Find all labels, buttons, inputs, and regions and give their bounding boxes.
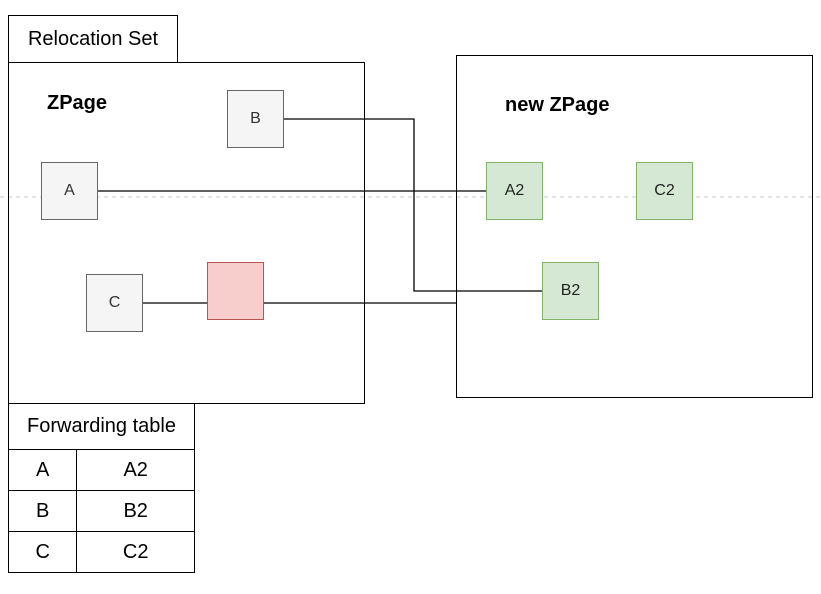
table-cell-from: A (7, 449, 78, 491)
table-cell-from: B (7, 490, 78, 532)
forwarding-table: Forwarding table A A2 B B2 C C2 (7, 403, 195, 573)
table-row: B B2 (7, 490, 195, 532)
relocation-set-label: Relocation Set (27, 27, 159, 50)
object-b: B (227, 90, 284, 148)
table-cell-from: C (7, 531, 78, 573)
object-a-label: A (64, 182, 75, 199)
forwarding-table-title: Forwarding table (8, 403, 195, 450)
object-b2-label: B2 (560, 282, 581, 299)
new-zpage-container (456, 55, 813, 398)
table-cell-to: C2 (76, 531, 195, 573)
object-a: A (41, 162, 98, 220)
table-cell-to: B2 (76, 490, 195, 532)
object-b-label: B (250, 110, 261, 127)
connector-b-to-b2 (284, 118, 543, 292)
object-a2-label: A2 (504, 182, 525, 199)
table-row: C C2 (7, 531, 195, 573)
object-c-label: C (108, 294, 121, 311)
new-zpage-title: new ZPage (505, 94, 610, 116)
table-cell-to: A2 (76, 449, 195, 491)
object-c: C (86, 274, 143, 332)
object-b2: B2 (542, 262, 599, 320)
object-c2: C2 (636, 162, 693, 220)
pending-relocation-object (207, 262, 264, 320)
object-a2: A2 (486, 162, 543, 220)
object-c2-label: C2 (654, 182, 675, 199)
table-row: A A2 (7, 449, 195, 491)
zpage-title: ZPage (47, 92, 108, 114)
relocation-set-tab: Relocation Set (8, 15, 178, 63)
